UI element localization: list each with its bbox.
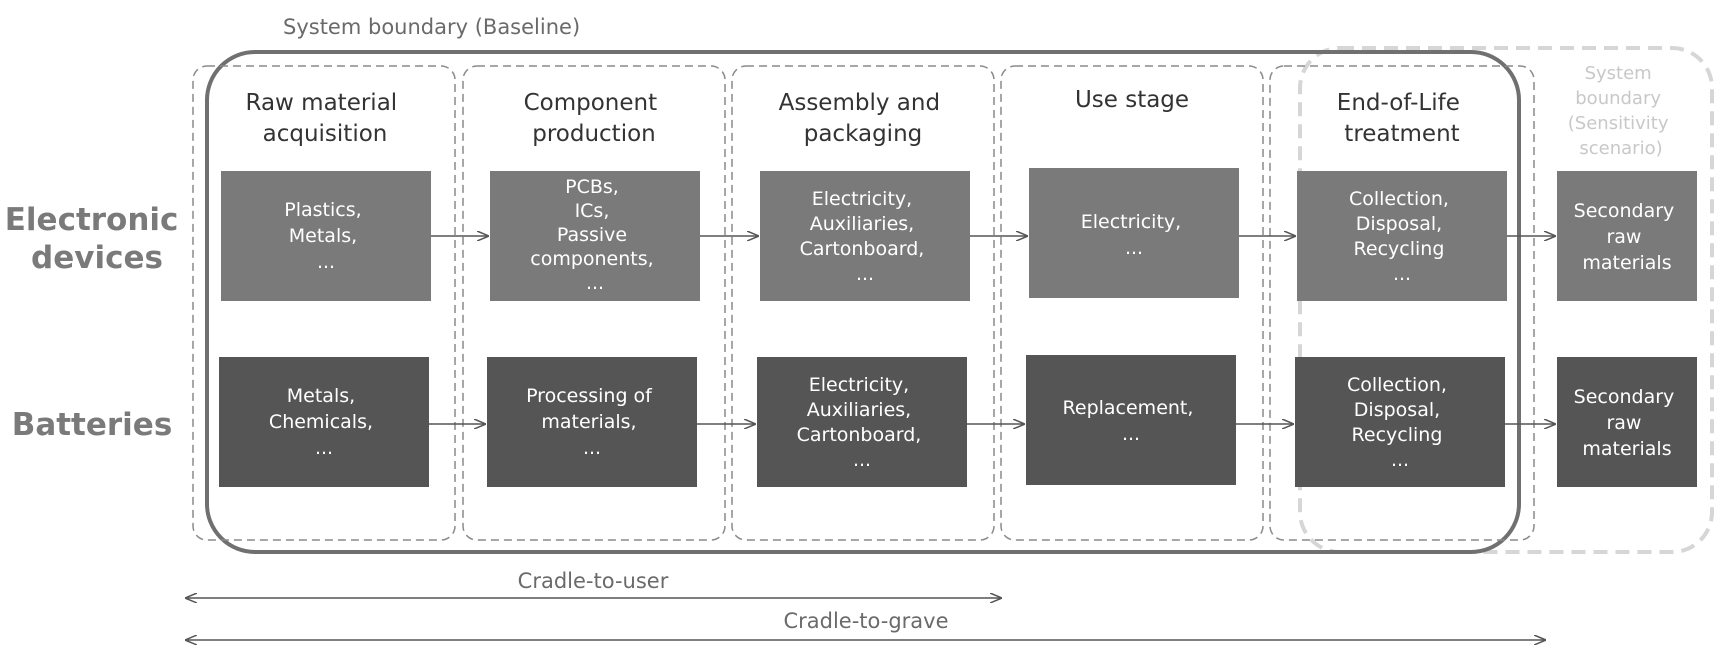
baseline-boundary xyxy=(205,50,1521,554)
electronics-box xyxy=(221,171,431,301)
battery-box-text: Electricity, Auxiliaries, Cartonboard, .… xyxy=(797,374,928,471)
electronics-box-text: Plastics, Metals, ... xyxy=(284,199,367,273)
battery-box-text: Processing of materials, ... xyxy=(526,385,658,459)
cradle-to-user-label: Cradle-to-user xyxy=(518,569,669,593)
battery-box xyxy=(1026,355,1236,485)
stage-assembly-and-packaging: Assembly and packaging Electricity, Auxi… xyxy=(731,65,995,541)
stage-component-production: Component production PCBs, ICs, Passive … xyxy=(462,65,726,541)
electronics-box xyxy=(490,171,700,301)
row-label-electronic-devices: Electronic devices xyxy=(5,202,189,276)
battery-box xyxy=(757,357,967,487)
electronics-box xyxy=(760,171,970,301)
secondary-raw-materials-text-batteries: Secondary raw materials xyxy=(1574,386,1681,460)
battery-box xyxy=(487,357,697,487)
stage-title: Raw material acquisition xyxy=(245,90,404,147)
electronics-box xyxy=(1297,171,1507,301)
secondary-raw-materials-box-electronics xyxy=(1557,171,1697,301)
electronics-box-text: Electricity, Auxiliaries, Cartonboard, .… xyxy=(800,188,931,285)
secondary-raw-materials-box-batteries xyxy=(1557,357,1697,487)
baseline-boundary-label: System boundary (Baseline) xyxy=(283,15,580,39)
stage-title: End-of-Life treatment xyxy=(1337,90,1467,147)
cradle-to-grave-label: Cradle-to-grave xyxy=(783,609,948,633)
stage-dashed-frame xyxy=(1269,65,1535,541)
stage-title: Component production xyxy=(524,90,665,147)
stage-dashed-frame xyxy=(731,65,995,541)
battery-box xyxy=(219,357,429,487)
sensitivity-boundary xyxy=(1298,46,1714,554)
stage-use-stage: Use stage Electricity, ... Replacement, … xyxy=(1000,65,1264,541)
battery-box xyxy=(1295,357,1505,487)
battery-box-text: Metals, Chemicals, ... xyxy=(269,385,379,459)
stage-raw-material-acquisition: Raw material acquisition Plastics, Metal… xyxy=(192,65,456,541)
stage-dashed-frame xyxy=(1000,65,1264,541)
electronics-box-text: Collection, Disposal, Recycling ... xyxy=(1349,188,1455,285)
sensitivity-boundary-label: System boundary (Sensitivity scenario) xyxy=(1568,63,1674,159)
electronics-box-text: PCBs, ICs, Passive components, ... xyxy=(530,176,659,294)
electronics-box-text: Electricity, ... xyxy=(1081,211,1187,259)
electronics-box xyxy=(1029,168,1239,298)
secondary-raw-materials-text-electronics: Secondary raw materials xyxy=(1574,200,1681,274)
stage-dashed-frame xyxy=(192,65,456,541)
stage-dashed-frame xyxy=(462,65,726,541)
stage-title: Use stage xyxy=(1075,87,1189,113)
stage-end-of-life-treatment: End-of-Life treatment Collection, Dispos… xyxy=(1269,65,1535,541)
battery-box-text: Collection, Disposal, Recycling ... xyxy=(1347,374,1453,471)
row-label-batteries: Batteries xyxy=(12,407,173,443)
stage-title: Assembly and packaging xyxy=(779,90,948,147)
battery-box-text: Replacement, ... xyxy=(1063,397,1200,445)
